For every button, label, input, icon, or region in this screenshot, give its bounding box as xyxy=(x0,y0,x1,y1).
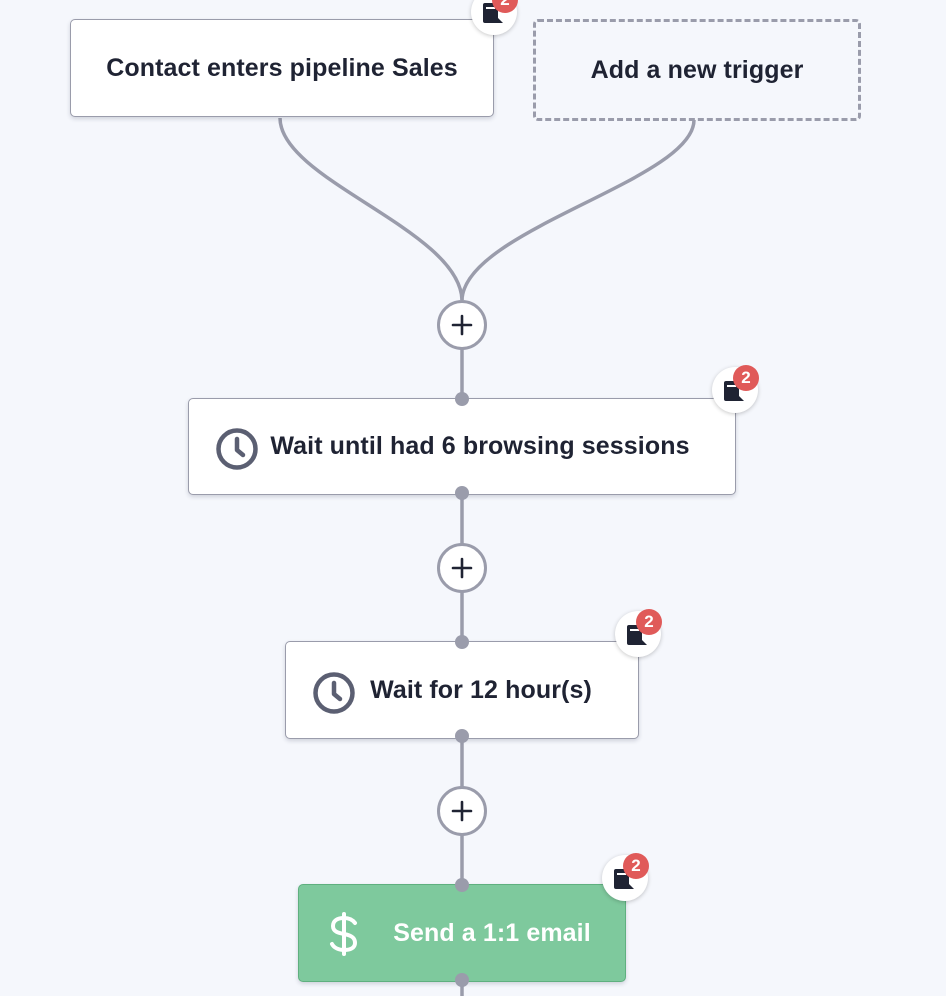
step-node-wait-sessions[interactable]: Wait until had 6 browsing sessions xyxy=(188,398,736,495)
add-step-button[interactable] xyxy=(437,543,487,593)
trigger-connector-right xyxy=(460,119,696,301)
add-trigger-label: Add a new trigger xyxy=(590,55,804,84)
notes-badge[interactable]: 2 xyxy=(602,853,649,901)
connector-dot xyxy=(455,635,469,649)
add-trigger-button[interactable]: Add a new trigger xyxy=(533,19,861,121)
clock-icon xyxy=(312,671,356,715)
notes-badge[interactable]: 2 xyxy=(712,365,759,413)
dollar-icon xyxy=(327,911,361,957)
add-step-button[interactable] xyxy=(437,300,487,350)
plus-icon xyxy=(451,557,473,579)
add-step-button[interactable] xyxy=(437,786,487,836)
connector-dot xyxy=(455,486,469,500)
notes-count: 2 xyxy=(636,609,662,635)
plus-icon xyxy=(451,800,473,822)
step-node-wait-hours[interactable]: Wait for 12 hour(s) xyxy=(285,641,639,739)
step-label: Send a 1:1 email xyxy=(393,918,591,947)
trigger-connector-left xyxy=(278,117,464,301)
notes-count: 2 xyxy=(492,0,518,13)
connector-dot xyxy=(455,973,469,987)
trigger-label: Contact enters pipeline Sales xyxy=(106,53,458,82)
notes-count: 2 xyxy=(623,853,649,879)
trigger-node-pipeline[interactable]: Contact enters pipeline Sales xyxy=(70,19,494,117)
plus-icon xyxy=(451,314,473,336)
connector-dot xyxy=(455,878,469,892)
step-label: Wait for 12 hour(s) xyxy=(370,675,592,704)
notes-badge[interactable]: 2 xyxy=(615,609,662,657)
notes-count: 2 xyxy=(733,365,759,391)
clock-icon xyxy=(215,427,259,471)
step-node-send-email[interactable]: Send a 1:1 email xyxy=(298,884,626,982)
connector-dot xyxy=(455,392,469,406)
connector-dot xyxy=(455,729,469,743)
step-label: Wait until had 6 browsing sessions xyxy=(270,432,690,460)
